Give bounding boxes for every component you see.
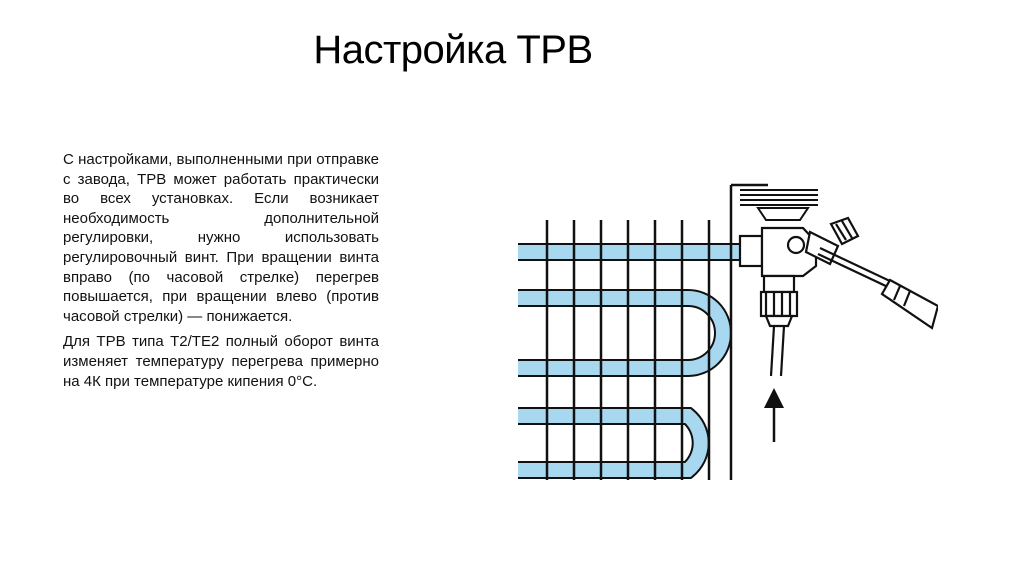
paragraph-adjustment: С настройками, выполненными при отправке… [63,151,379,325]
valve-head [740,189,818,221]
evaporator-valve-diagram [518,183,938,480]
liquid-line [769,325,786,377]
flow-arrow-icon [764,388,784,442]
screwdriver [817,247,938,330]
slide-title: Настройка ТРВ [313,28,593,72]
valve-cap [829,216,860,246]
body-text: С настройками, выполненными при отправке… [63,150,379,397]
paragraph-t2-te2: Для ТРВ типа T2/TE2 полный оборот винта … [63,333,379,390]
evaporator-frame [729,183,768,480]
evaporator-fins [545,220,711,480]
evaporator-coil [518,243,743,479]
expansion-valve [738,226,840,328]
